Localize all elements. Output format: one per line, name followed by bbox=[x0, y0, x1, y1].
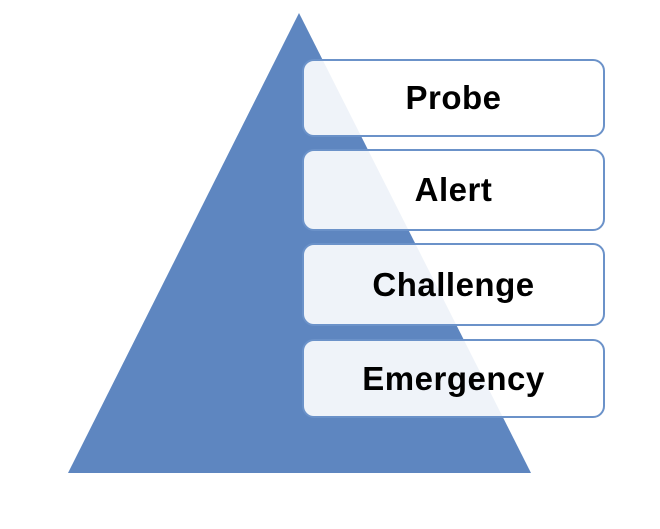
pyramid-level-label: Probe bbox=[405, 79, 502, 116]
pyramid-level-challenge: Challenge bbox=[302, 243, 605, 326]
pyramid-level-label: Alert bbox=[414, 171, 493, 208]
pyramid-level-emergency: Emergency bbox=[302, 339, 605, 418]
pyramid-level-label: Challenge bbox=[372, 265, 535, 303]
pyramid-level-label: Emergency bbox=[362, 359, 545, 397]
pyramid-level-alert: Alert bbox=[302, 149, 605, 231]
pyramid-level-probe: Probe bbox=[302, 59, 605, 137]
